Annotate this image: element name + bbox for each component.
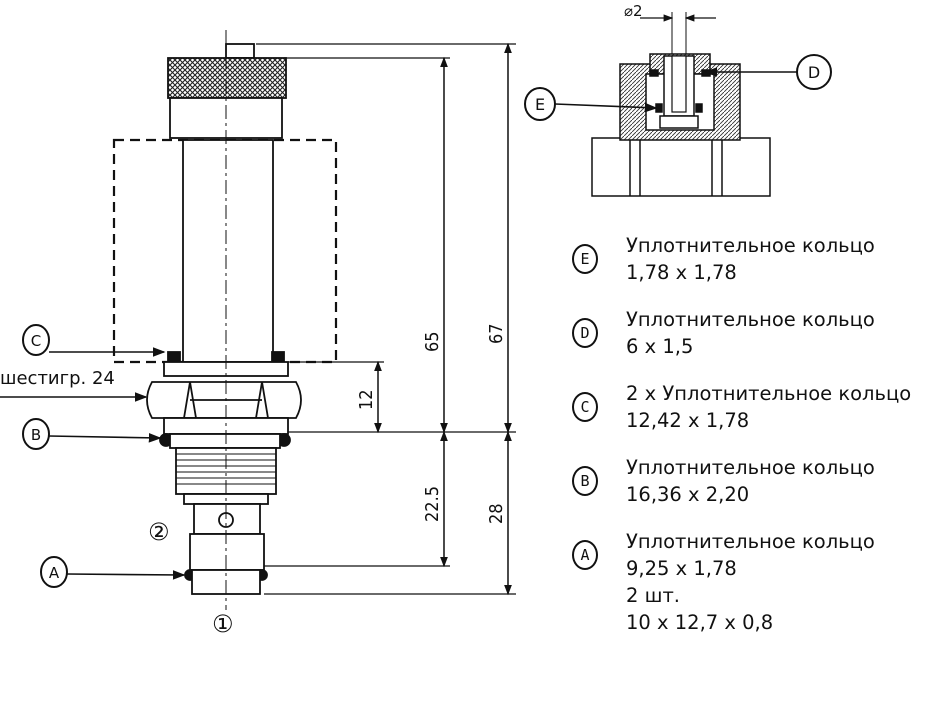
legend-line: Уплотнительное кольцо bbox=[626, 308, 875, 331]
legend-line: Уплотнительное кольцо bbox=[626, 456, 875, 479]
dimension-28: 28 bbox=[486, 503, 507, 524]
legend-text: Уплотнительное кольцо 9,25 x 1,78 2 шт. 10 … bbox=[626, 528, 934, 636]
legend-text: Уплотнительное кольцо 16,36 x 2,20 bbox=[626, 454, 934, 508]
svg-text:A: A bbox=[49, 564, 60, 582]
tube bbox=[182, 139, 274, 363]
legend-line: Уплотнительное кольцо bbox=[626, 530, 875, 553]
legend-badge: A bbox=[572, 540, 598, 570]
legend-line: 6 x 1,5 bbox=[626, 335, 694, 358]
diameter-2-label: ⌀2 bbox=[624, 2, 643, 20]
detail-view bbox=[591, 12, 771, 197]
legend-line: 12,42 x 1,78 bbox=[626, 409, 750, 432]
svg-text:B: B bbox=[31, 426, 41, 444]
legend-item-b: B Уплотнительное кольцо 16,36 x 2,20 bbox=[572, 454, 934, 508]
legend-line: 10 x 12,7 x 0,8 bbox=[626, 611, 774, 634]
callout-c: C bbox=[22, 324, 166, 357]
legend-item-e: E Уплотнительное кольцо 1,78 x 1,78 bbox=[572, 232, 934, 286]
valve-body bbox=[112, 43, 338, 595]
knurled-knob bbox=[167, 57, 287, 99]
legend-item-a: A Уплотнительное кольцо 9,25 x 1,78 2 шт. 10… bbox=[572, 528, 934, 636]
legend-badge: E bbox=[572, 244, 598, 274]
coil-outline bbox=[112, 138, 338, 364]
legend-item-d: D Уплотнительное кольцо 6 x 1,5 bbox=[572, 306, 934, 360]
legend-badge: B bbox=[572, 466, 598, 496]
dimension-22-5: 22.5 bbox=[422, 486, 443, 522]
legend-item-c: C 2 x Уплотнительное кольцо 12,42 x 1,78 bbox=[572, 380, 934, 434]
legend-line: 2 x Уплотнительное кольцо bbox=[626, 382, 912, 405]
dimension-67: 67 bbox=[486, 323, 507, 344]
legend-text: 2 x Уплотнительное кольцо 12,42 x 1,78 bbox=[626, 380, 934, 434]
svg-text:E: E bbox=[535, 95, 545, 114]
callout-e: E bbox=[524, 87, 658, 121]
legend-line: Уплотнительное кольцо bbox=[626, 234, 875, 257]
svg-text:D: D bbox=[808, 63, 820, 82]
hex-size-label: шестигр. 24 bbox=[0, 368, 115, 389]
legend-line: 1,78 x 1,78 bbox=[626, 261, 737, 284]
legend-badge: C bbox=[572, 392, 598, 422]
legend-badge: D bbox=[572, 318, 598, 348]
legend-line: 16,36 x 2,20 bbox=[626, 483, 750, 506]
port-2-label: ② bbox=[148, 518, 170, 546]
dimension-12: 12 bbox=[356, 389, 377, 410]
dimension-lines bbox=[256, 42, 516, 596]
legend-line: 2 шт. bbox=[626, 584, 681, 607]
legend-text: Уплотнительное кольцо 1,78 x 1,78 bbox=[626, 232, 934, 286]
port-1-label: ① bbox=[212, 610, 234, 638]
callout-a: A bbox=[40, 556, 186, 588]
legend-line: 9,25 x 1,78 bbox=[626, 557, 737, 580]
dimension-65: 65 bbox=[422, 331, 443, 352]
callout-b: B bbox=[22, 418, 162, 450]
callout-d: D bbox=[704, 54, 832, 90]
legend-text: Уплотнительное кольцо 6 x 1,5 bbox=[626, 306, 934, 360]
svg-text:C: C bbox=[31, 332, 41, 350]
